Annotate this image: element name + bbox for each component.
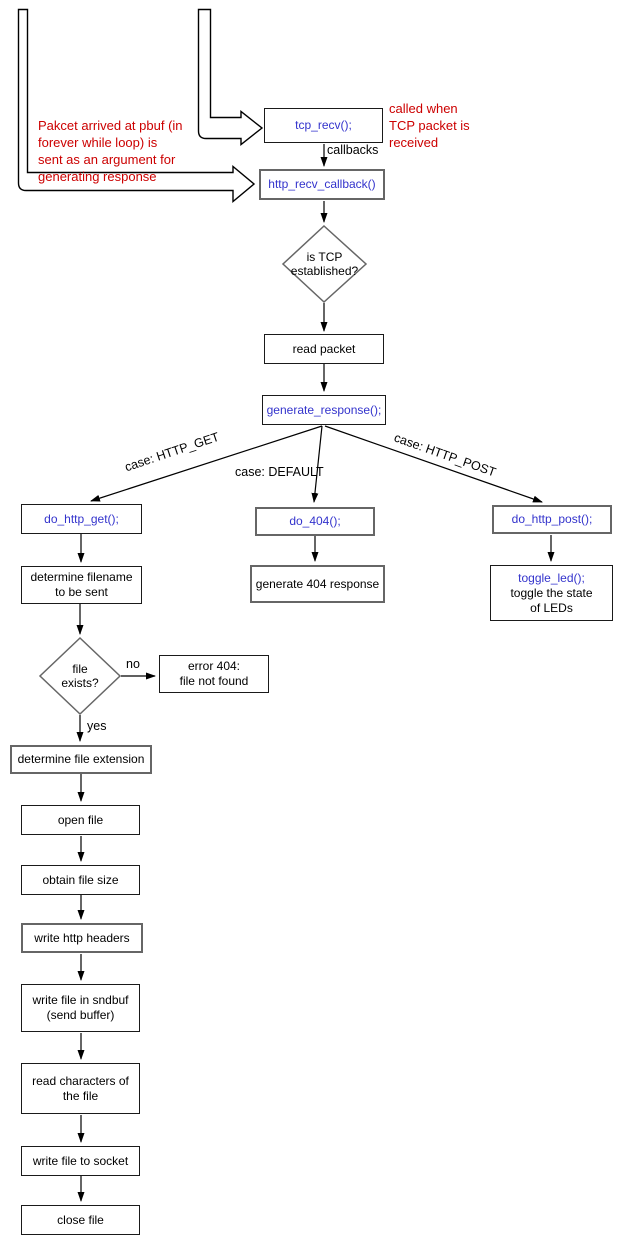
node-do-http-get: do_http_get(); <box>21 504 142 534</box>
block-arrow-to-tcp-recv <box>197 8 264 146</box>
node-error-404: error 404: file not found <box>159 655 269 693</box>
label-callbacks: callbacks <box>327 143 379 157</box>
node-generate-404-response: generate 404 response <box>250 565 385 603</box>
diamond-text-is-tcp-established: is TCP established? <box>290 249 359 278</box>
node-close-file: close file <box>21 1205 140 1235</box>
label-yes: yes <box>87 719 107 733</box>
node-do-http-post: do_http_post(); <box>492 505 612 534</box>
node-read-packet: read packet <box>264 334 384 364</box>
node-determine-filename: determine filename to be sent <box>21 566 142 604</box>
tcp-recv-annotation: called when TCP packet is received <box>389 101 470 150</box>
edge-case-http-get <box>90 425 323 502</box>
node-write-file-socket: write file to socket <box>21 1146 140 1176</box>
node-tcp-recv: tcp_recv(); <box>264 108 383 143</box>
node-write-http-headers: write http headers <box>21 923 143 953</box>
node-generate-response: generate_response(); <box>262 395 386 425</box>
left-annotation: Pakcet arrived at pbuf (in forever while… <box>38 118 183 184</box>
node-do-404: do_404(); <box>255 507 375 536</box>
label-case-default: case: DEFAULT <box>235 465 324 479</box>
node-open-file: open file <box>21 805 140 835</box>
toggle-led-function: toggle_led(); <box>518 570 585 585</box>
diamond-is-tcp-established <box>281 224 368 304</box>
node-http-recv-callback: http_recv_callback() <box>259 169 385 200</box>
block-arrow-to-http-recv-callback <box>17 8 256 203</box>
node-toggle-led: toggle_led(); toggle the state of LEDs <box>490 565 613 621</box>
diamond-file-exists <box>38 636 122 716</box>
label-no: no <box>126 657 140 671</box>
edge-case-default <box>311 425 323 503</box>
diamond-text-file-exists: file exists? <box>61 661 99 690</box>
node-write-file-sndbuf: write file in sndbuf (send buffer) <box>21 984 140 1032</box>
node-obtain-file-size: obtain file size <box>21 865 140 895</box>
edge-case-http-post <box>324 425 543 503</box>
node-read-characters: read characters of the file <box>21 1063 140 1114</box>
node-determine-file-extension: determine file extension <box>10 745 152 774</box>
toggle-led-description: toggle the state of LEDs <box>510 585 593 615</box>
